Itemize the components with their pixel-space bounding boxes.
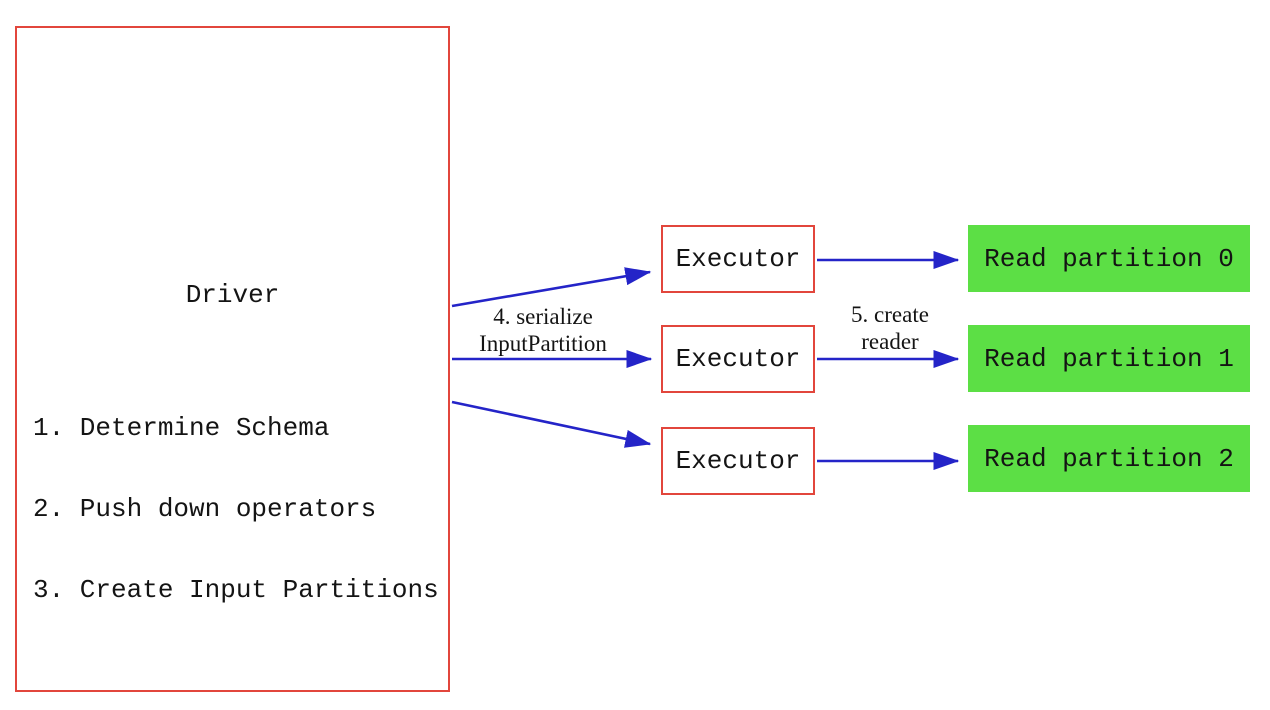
read-partition-1-box: Read partition 1 [968, 325, 1250, 392]
create-reader-label-line2: reader [861, 329, 919, 354]
executor-2-label: Executor [675, 344, 801, 374]
read-partition-1-label: Read partition 1 [984, 343, 1234, 374]
edge-driver-to-executor-3 [451, 400, 652, 448]
edge-driver-to-executor-1 [451, 267, 652, 308]
driver-steps: 1. Determine Schema 2. Push down operato… [33, 361, 444, 658]
read-partition-0-box: Read partition 0 [968, 225, 1250, 292]
driver-step-2: 2. Push down operators [33, 494, 377, 524]
serialize-inputpartition-label: 4. serialize InputPartition [428, 303, 658, 357]
executor-box-2: Executor [661, 325, 815, 393]
read-partition-2-label: Read partition 2 [984, 443, 1234, 474]
executor-box-3: Executor [661, 427, 815, 495]
executor-1-label: Executor [675, 244, 801, 274]
serialize-label-line1: 4. serialize [493, 304, 593, 329]
driver-box: Driver 1. Determine Schema 2. Push down … [15, 26, 450, 692]
read-partition-0-label: Read partition 0 [984, 243, 1234, 274]
read-partition-2-box: Read partition 2 [968, 425, 1250, 492]
driver-step-1: 1. Determine Schema [33, 413, 330, 443]
create-reader-label: 5. create reader [810, 301, 970, 355]
create-reader-label-line1: 5. create [851, 302, 929, 327]
executor-box-1: Executor [661, 225, 815, 293]
driver-step-3: 3. Create Input Partitions [33, 575, 439, 605]
driver-title: Driver [185, 280, 280, 310]
serialize-label-line2: InputPartition [479, 331, 607, 356]
executor-3-label: Executor [675, 446, 801, 476]
